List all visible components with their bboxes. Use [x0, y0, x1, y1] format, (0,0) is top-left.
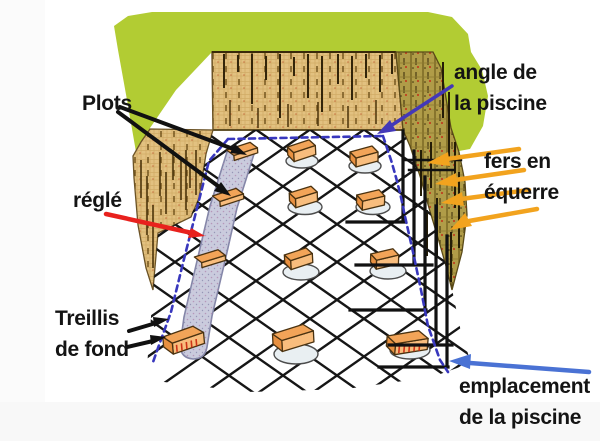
fers-arrow-4: [450, 206, 540, 230]
angle-arrow: [377, 84, 454, 134]
grass-area: [114, 12, 488, 152]
fers-arrow-3: [441, 187, 532, 206]
fers-arrow-1: [427, 146, 522, 166]
label-fers-line1: fers en: [484, 150, 551, 173]
label-angle-de-la-piscine: angle de la piscine: [454, 57, 547, 119]
label-emplacement-line2: de la piscine: [459, 406, 582, 429]
page-margin-left: [0, 0, 45, 441]
label-fers-line2: équerre: [484, 181, 559, 204]
label-plots: Plots: [82, 92, 132, 115]
label-fers-en-equerre: fers en équerre: [484, 146, 559, 208]
annotation-arrows: [103, 84, 592, 375]
page-margin-bottom: [0, 402, 600, 441]
treillis-arrow-1: [127, 317, 169, 333]
label-emplacement-line1: emplacement: [459, 375, 590, 398]
regle-arrow: [103, 211, 205, 238]
label-treillis-de-fond: Treillis de fond: [55, 303, 129, 365]
label-treillis-line1: Treillis: [55, 307, 120, 330]
pool-outline-dashed: [150, 134, 450, 374]
label-emplacement-de-la-piscine: emplacement de la piscine: [459, 371, 590, 433]
fers-arrow-2: [435, 167, 527, 187]
plots-arrow-2: [116, 110, 231, 196]
label-regle: réglé: [73, 189, 122, 212]
label-treillis-line2: de fond: [55, 338, 129, 361]
emplacement-arrow: [449, 354, 592, 375]
treillis-arrow-2: [125, 335, 166, 349]
back-wall: [211, 51, 404, 131]
plots-arrow-1: [118, 105, 247, 155]
label-angle-line1: angle de: [454, 61, 537, 84]
label-angle-line2: la piscine: [454, 92, 547, 115]
